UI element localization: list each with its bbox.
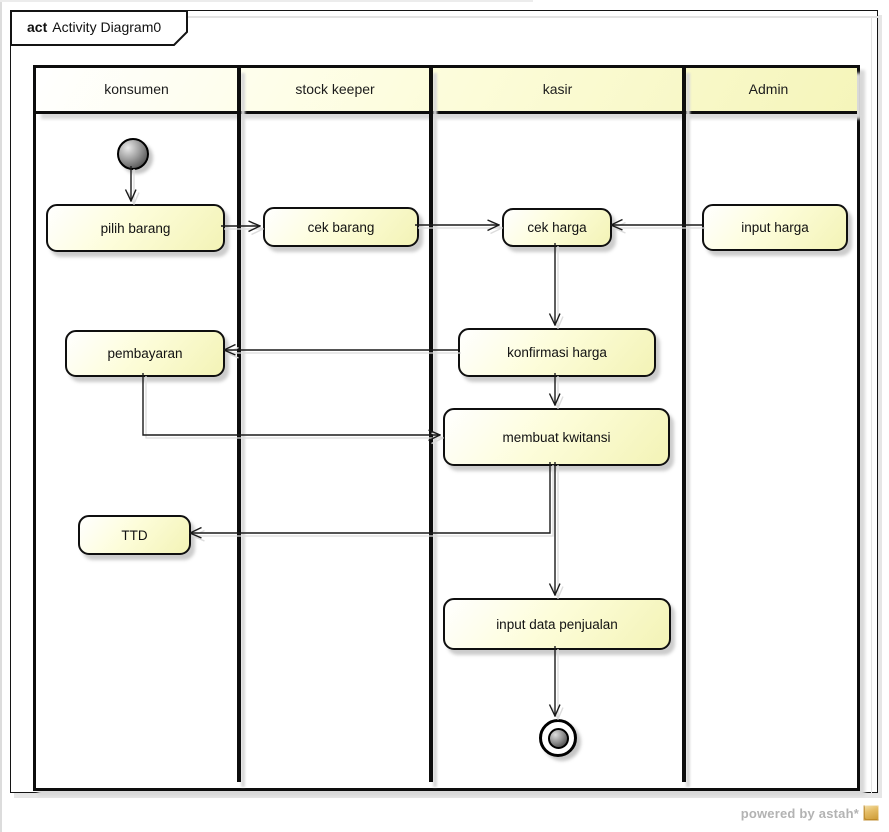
frame-title: Activity Diagram0	[52, 19, 162, 35]
astah-logo-icon	[863, 805, 879, 821]
swimlane-table: konsumen stock keeper kasir Admin	[33, 65, 860, 791]
frame-keyword: act	[27, 19, 48, 35]
frame-tab-outline	[10, 10, 188, 46]
activity-final-node[interactable]	[539, 719, 577, 757]
swimlane-header-row	[36, 68, 857, 114]
frame-title-tab[interactable]: act Activity Diagram0	[10, 10, 193, 44]
canvas-edge-line	[0, 0, 534, 2]
lane-header-konsumen[interactable]: konsumen	[104, 81, 169, 97]
initial-node[interactable]	[117, 138, 149, 170]
lane-header-stock-keeper[interactable]: stock keeper	[295, 81, 375, 97]
action-konfirmasi-harga[interactable]: konfirmasi harga	[458, 328, 656, 377]
final-node-dot	[547, 727, 569, 749]
action-cek-harga[interactable]: cek harga	[502, 208, 612, 247]
watermark: powered by astah*	[741, 805, 879, 821]
action-cek-barang[interactable]: cek barang	[263, 207, 419, 247]
action-ttd[interactable]: TTD	[78, 515, 191, 555]
action-pembayaran[interactable]: pembayaran	[65, 330, 225, 377]
action-input-data-penjualan[interactable]: input data penjualan	[443, 598, 671, 650]
watermark-text: powered by astah*	[740, 805, 859, 821]
lane-header-admin[interactable]: Admin	[748, 81, 789, 97]
lane-header-kasir[interactable]: kasir	[542, 81, 573, 97]
lane-divider	[237, 68, 241, 782]
action-membuat-kwitansi[interactable]: membuat kwitansi	[443, 408, 670, 466]
action-input-harga[interactable]: input harga	[702, 204, 848, 251]
action-pilih-barang[interactable]: pilih barang	[46, 204, 225, 252]
lane-divider	[682, 68, 686, 782]
lane-divider	[429, 68, 433, 782]
canvas-edge-line	[0, 0, 2, 832]
